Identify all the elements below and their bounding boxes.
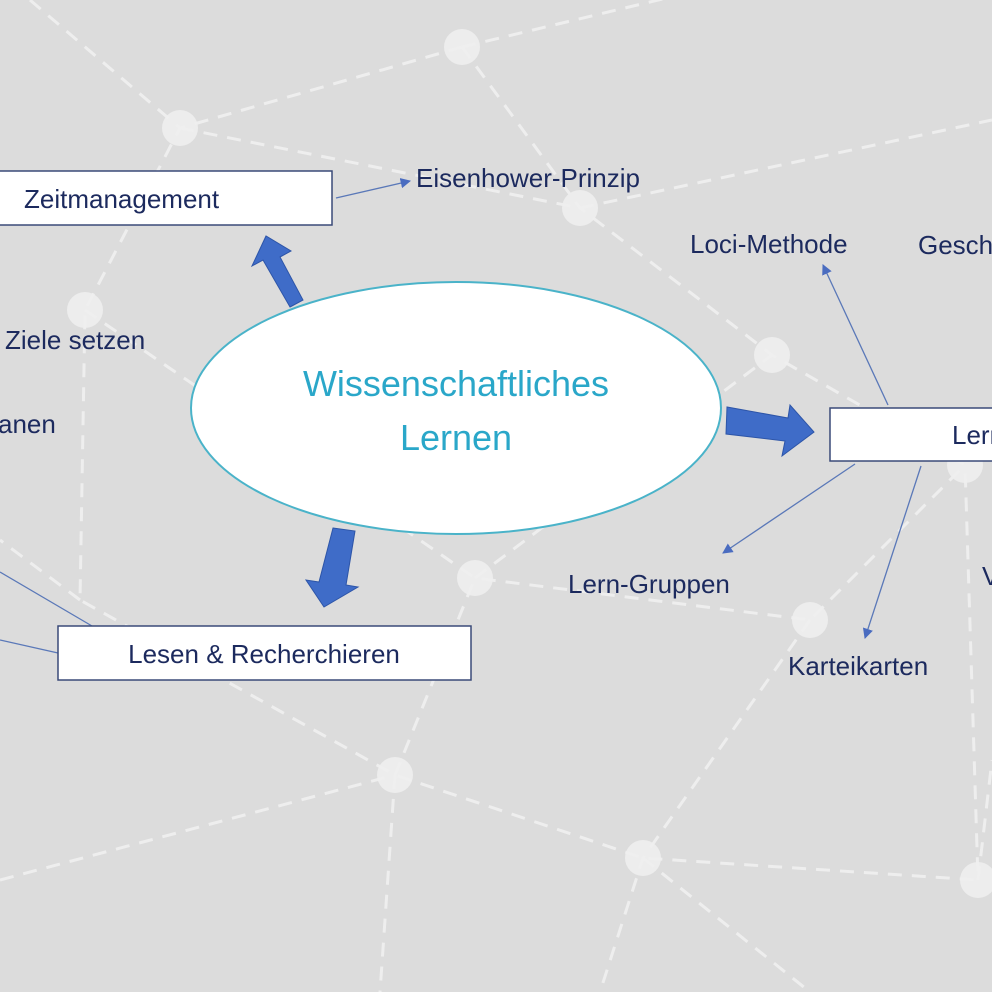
arrow-to-loci [822, 264, 889, 406]
block-arrow-right [725, 403, 815, 458]
block-arrow-down [304, 527, 360, 608]
label-planen: anen [0, 409, 56, 439]
box-lesen-recherchieren[interactable]: Lesen & Recherchieren [57, 625, 472, 681]
box-lernen[interactable]: Lern [829, 407, 992, 462]
label-loci-methode: Loci-Methode [690, 229, 848, 259]
arrow-to-eisenhower [335, 178, 412, 199]
line-to-lesen-2 [0, 639, 59, 654]
label-ziele-setzen: Ziele setzen [5, 325, 145, 355]
arrow-to-karteikarten [862, 465, 922, 639]
center-node[interactable]: Wissenschaftliches Lernen [190, 281, 722, 535]
label-v: V [982, 561, 992, 591]
label-karteikarten: Karteikarten [788, 651, 928, 681]
line-to-lesen-1 [0, 571, 93, 627]
lernen-label: Lern [952, 420, 992, 450]
label-lern-gruppen: Lern-Gruppen [568, 569, 730, 599]
label-gesch: Gesch [918, 230, 992, 260]
block-arrow-up [250, 235, 304, 308]
zeitmanagement-label: Zeitmanagement [24, 184, 220, 214]
lesen-label: Lesen & Recherchieren [128, 639, 400, 669]
connector-lines [0, 178, 922, 654]
box-zeitmanagement[interactable]: Zeitmanagement [0, 170, 333, 226]
label-eisenhower: Eisenhower-Prinzip [416, 163, 640, 193]
arrow-to-lern-gruppen [722, 463, 856, 554]
center-title-line2: Lernen [400, 417, 512, 458]
block-arrows [250, 235, 815, 608]
center-title-line1: Wissenschaftliches [303, 363, 609, 404]
